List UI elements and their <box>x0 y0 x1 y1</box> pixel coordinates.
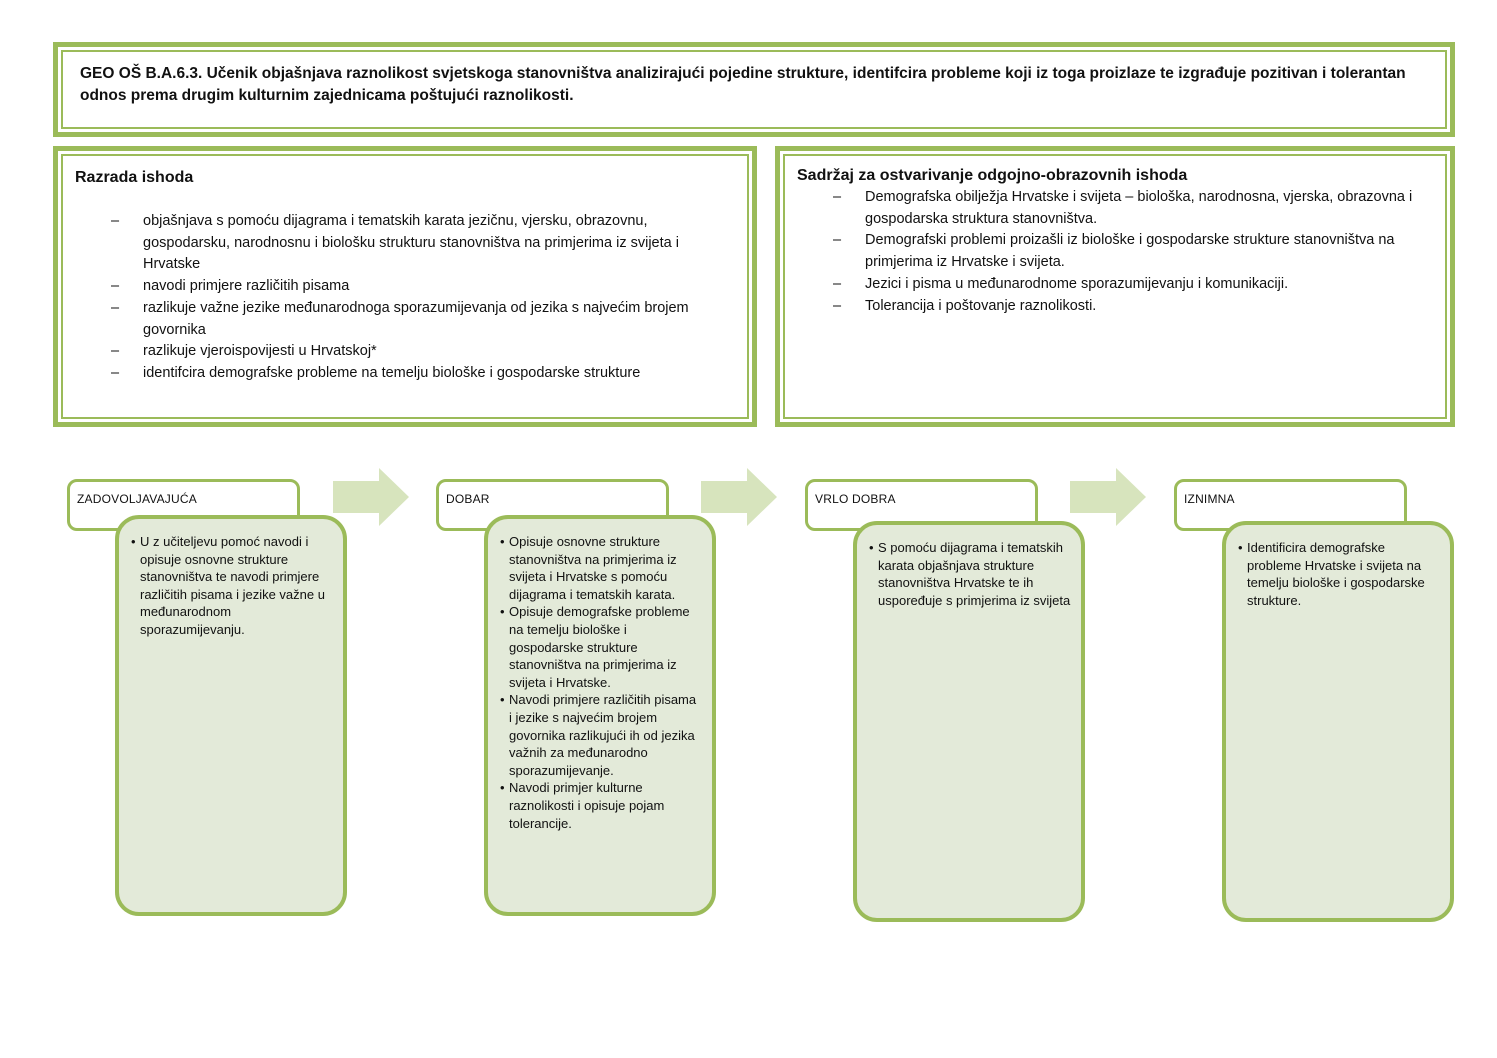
list-item: –Tolerancija i poštovanje raznolikosti. <box>833 296 1425 318</box>
dash-marker: – <box>833 189 842 205</box>
sadrzaj-box: Sadržaj za ostvarivanje odgojno-obrazovn… <box>775 146 1455 427</box>
list-item: –objašnjava s pomoću dijagrama i tematsk… <box>111 213 679 273</box>
list-item: –Demografski problemi proizašli iz biolo… <box>833 232 1395 271</box>
dash-marker: – <box>111 343 120 360</box>
list-item: –razlikuje važne jezike međunarodnoga sp… <box>111 299 689 338</box>
outcome-box: GEO OŠ B.A.6.3. Učenik objašnjava raznol… <box>53 42 1455 137</box>
list-item: –Demografska obilježja Hrvatske i svijet… <box>833 189 1413 227</box>
level-card-iznimna: •Identificira demografske probleme Hrvat… <box>1222 521 1454 922</box>
list-item: •Navodi primjere različitih pisama i jez… <box>500 692 697 778</box>
razrada-box-inner-border <box>61 154 749 419</box>
bullet-marker: • <box>500 780 505 796</box>
outcome-statement: GEO OŠ B.A.6.3. Učenik objašnjava raznol… <box>80 65 1406 104</box>
razrada-title: Razrada ishoda <box>75 169 194 186</box>
dash-marker: – <box>833 275 842 292</box>
dash-marker: – <box>111 278 120 295</box>
bullet-marker: • <box>1238 540 1243 555</box>
list-item: •S pomoću dijagrama i tematskih karata o… <box>869 540 1071 608</box>
dash-marker: – <box>111 213 120 229</box>
dash-marker: – <box>111 299 120 316</box>
list-item: –Jezici i pisma u međunarodnome sporazum… <box>833 274 1425 296</box>
list-item: –navodi primjere različitih pisama <box>111 276 723 298</box>
bullet-marker: • <box>500 534 505 549</box>
list-item: –identifcira demografske probleme na tem… <box>111 363 723 385</box>
bullet-marker: • <box>500 692 505 708</box>
list-item: •Opisuje osnovne strukture stanovništva … <box>500 534 677 602</box>
list-item: •Opisuje demografske probleme na temelju… <box>500 604 690 690</box>
arrow-right-icon <box>1070 468 1146 526</box>
arrow-right-icon <box>701 468 777 526</box>
bullet-marker: • <box>869 540 874 555</box>
dash-marker: – <box>111 364 120 381</box>
bullet-marker: • <box>131 534 136 549</box>
razrada-ishoda-box: Razrada ishoda –objašnjava s pomoću dija… <box>53 146 757 427</box>
level-card-vrlo-dobra: •S pomoću dijagrama i tematskih karata o… <box>853 521 1085 922</box>
list-item: –razlikuje vjeroispovijesti u Hrvatskoj* <box>111 341 723 363</box>
dash-marker: – <box>833 232 842 249</box>
outcome-box-inner-border <box>61 50 1447 129</box>
arrow-right-icon <box>333 468 409 526</box>
list-item: •U z učiteljevu pomoć navodi i opisuje o… <box>131 534 325 637</box>
bullet-marker: • <box>500 604 505 620</box>
razrada-list: –objašnjava s pomoću dijagrama i tematsk… <box>111 211 723 385</box>
list-item: •Navodi primjer kulturne raznolikosti i … <box>500 780 665 831</box>
list-item: •Identificira demografske probleme Hrvat… <box>1238 540 1425 608</box>
dash-marker: – <box>833 297 842 314</box>
sadrzaj-box-inner-border <box>783 154 1447 419</box>
sadrzaj-list: –Demografska obilježja Hrvatske i svijet… <box>833 187 1425 318</box>
level-card-dobar: •Opisuje osnovne strukture stanovništva … <box>484 515 716 916</box>
level-card-zadovoljavajuca: •U z učiteljevu pomoć navodi i opisuje o… <box>115 515 347 916</box>
sadrzaj-title: Sadržaj za ostvarivanje odgojno-obrazovn… <box>797 167 1188 184</box>
